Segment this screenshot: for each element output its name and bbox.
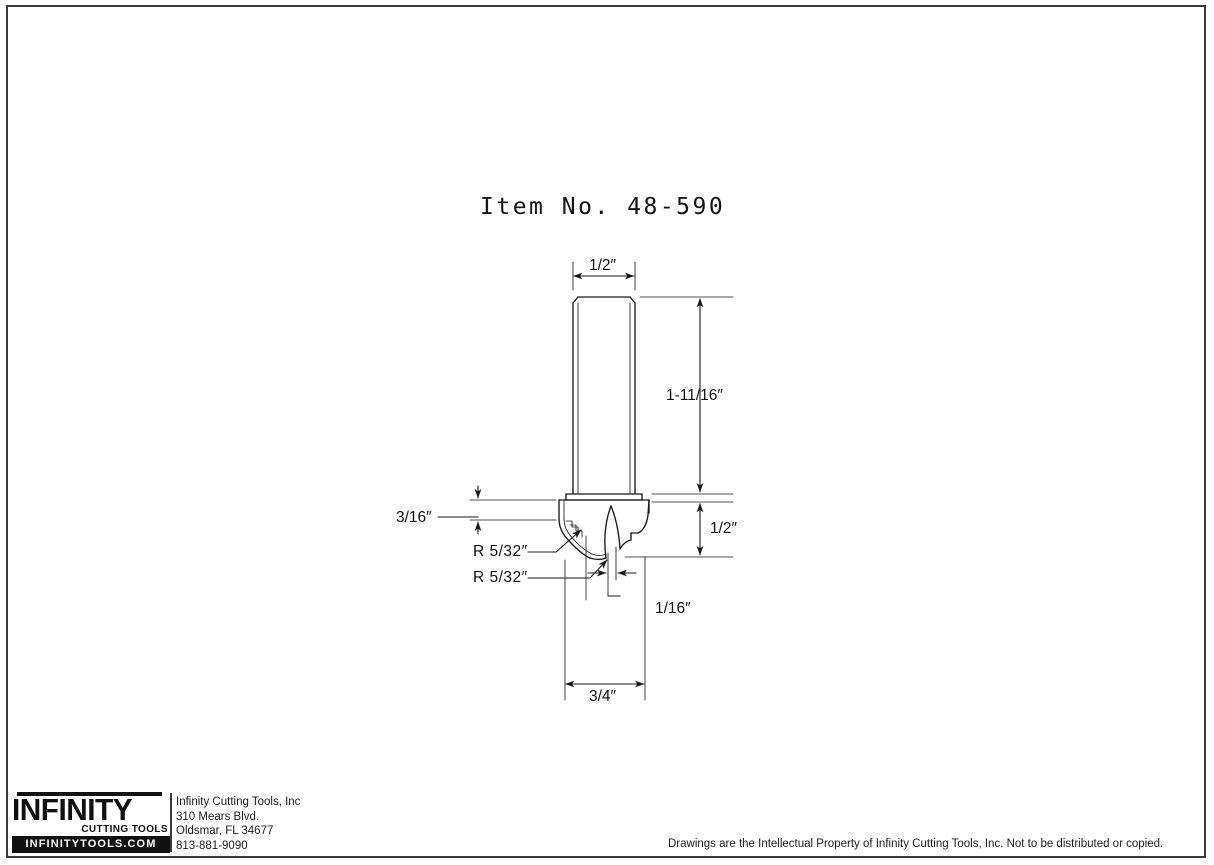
leader-radius-lower-arrow bbox=[589, 559, 608, 579]
copyright-notice: Drawings are the Intellectual Property o… bbox=[668, 838, 1164, 850]
dim-label-bottom-flat: 1/16″ bbox=[655, 600, 691, 617]
dim-label-shank-length: 1-11/16″ bbox=[666, 387, 723, 404]
logo-url: INFINITYTOOLS.COM bbox=[25, 838, 157, 850]
drawing-border-frame bbox=[6, 5, 1206, 858]
cutter-cove-right-upper bbox=[637, 514, 649, 534]
dim-label-cutter-height: 1/2″ bbox=[710, 520, 738, 537]
cutter-flute-right-edge bbox=[610, 505, 621, 550]
logo-tagline: CUTTING TOOLS bbox=[81, 824, 168, 835]
cutter-cove-right-lower bbox=[619, 539, 632, 550]
company-phone: 813-881-9090 bbox=[176, 839, 248, 852]
shank-chamfer-left bbox=[572, 296, 579, 304]
company-address-block: Infinity Cutting Tools, Inc 310 Mears Bl… bbox=[176, 795, 300, 853]
cutter-flute-left-edge bbox=[604, 505, 612, 559]
logo-top-rule bbox=[17, 792, 162, 796]
cutter-ogee-left-outer bbox=[558, 518, 591, 559]
dim-label-radius-upper: R 5/32″ bbox=[473, 543, 528, 560]
cutter-ogee-left-inner bbox=[563, 518, 593, 555]
shank-chamfer-right bbox=[629, 296, 636, 304]
company-name: Infinity Cutting Tools, Inc bbox=[176, 796, 301, 808]
company-city-state-zip: Oldsmar, FL 34677 bbox=[176, 825, 274, 837]
logo-wordmark: INFINITY bbox=[12, 792, 133, 827]
dim-label-top-flat: 3/16″ bbox=[396, 509, 432, 526]
dim-label-radius-lower: R 5/32″ bbox=[473, 569, 528, 586]
logo-url-background bbox=[12, 836, 170, 853]
dim-label-cutter-diameter: 3/4″ bbox=[589, 688, 617, 705]
footer-vertical-divider bbox=[170, 793, 172, 852]
leader-radius-upper-arrow bbox=[555, 529, 582, 553]
cutter-bottom-left-inner-arc bbox=[591, 553, 607, 556]
cutter-profile-step-left-outer bbox=[565, 520, 579, 534]
company-logo: INFINITY CUTTING TOOLS INFINITYTOOLS.COM bbox=[12, 792, 170, 853]
cutter-bottom-left-arc bbox=[589, 557, 607, 561]
company-street: 310 Mears Blvd. bbox=[176, 810, 260, 823]
dim-label-shank-diameter: 1/2″ bbox=[589, 257, 617, 274]
page-title: Item No. 48-590 bbox=[480, 194, 726, 220]
